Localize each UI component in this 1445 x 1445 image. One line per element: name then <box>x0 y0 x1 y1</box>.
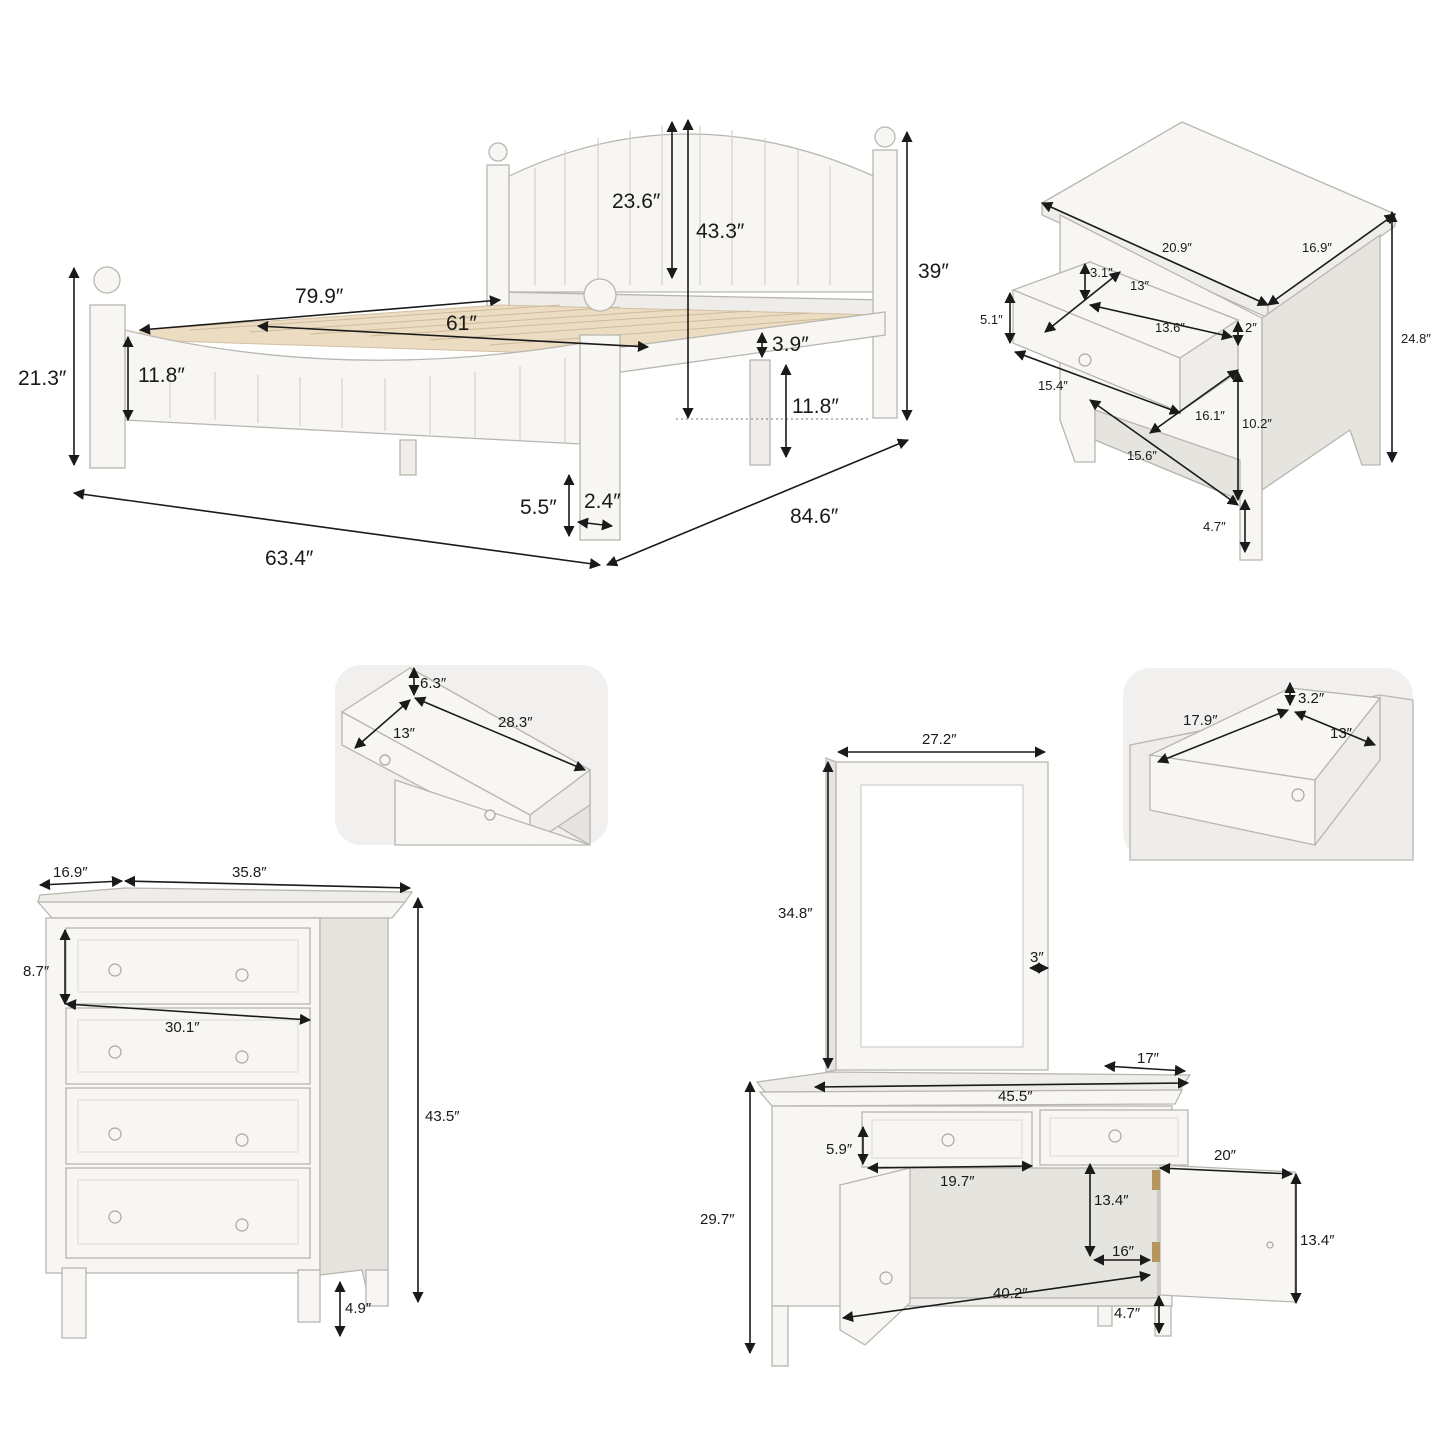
chest-leg-height-label: 4.9″ <box>345 1300 372 1317</box>
dresser-overall-height-label: 29.7″ <box>700 1211 735 1228</box>
dresser-drawer-depth-label: 13″ <box>1330 725 1353 742</box>
bed-inner-width-label: 61″ <box>446 312 477 335</box>
dresser-cabinet-height-label: 13.4″ <box>1094 1192 1129 1209</box>
dresser-drawer-height-label-main: 5.9″ <box>826 1141 853 1158</box>
nightstand-drawer-front-height-label: 5.1″ <box>980 312 1003 327</box>
bed-rail-height-label: 3.9″ <box>772 333 809 356</box>
dresser-width-label: 45.5″ <box>998 1088 1033 1105</box>
dresser-door-width-label: 20″ <box>1214 1147 1237 1164</box>
nightstand-illustration <box>1011 121 1397 561</box>
chest-drawer-depth-label: 13″ <box>393 725 416 742</box>
bed-footboard-panel-height-label: 11.8″ <box>138 364 185 387</box>
chest-width-label: 35.8″ <box>232 864 267 881</box>
chest-dimension-labels: 16.9″ 35.8″ 8.7″ 30.1″ 43.5″ 4.9″ <box>23 864 460 1317</box>
dresser-depth-label: 17″ <box>1137 1050 1160 1067</box>
nightstand-drawer-outer-width-label: 15.4″ <box>1038 378 1068 393</box>
mirror-frame-depth-label: 3″ <box>1030 949 1044 966</box>
chest-overall-height-label: 43.5″ <box>425 1108 460 1125</box>
nightstand-drawer-inner-depth-label: 13″ <box>1130 278 1149 293</box>
chest-drawer-inset: 6.3″ 13″ 28.3″ <box>335 665 608 847</box>
mirror-height-label: 34.8″ <box>778 905 813 922</box>
dresser-dimension-labels: 17″ 45.5″ 5.9″ 19.7″ 20″ 13.4″ 13.4″ 16″… <box>700 1050 1335 1322</box>
dresser-illustration <box>755 1071 1296 1367</box>
bed-leg-width-label: 2.4″ <box>584 490 621 513</box>
dresser-dimension-lines <box>744 1061 1302 1355</box>
nightstand-dimension-labels: 20.9″ 16.9″ 3.1″ 13″ 13.6″ 2″ 5.1″ 15.4″… <box>980 240 1431 534</box>
mirror-dimension-lines <box>822 746 1050 1070</box>
mirror-width-label: 27.2″ <box>922 731 957 748</box>
mirror-illustration <box>825 757 1049 1073</box>
bed-overall-width-label: 63.4″ <box>265 547 314 570</box>
mirror-dimension-labels: 27.2″ 34.8″ 3″ <box>778 731 1044 966</box>
bed-overall-length-label: 84.6″ <box>790 505 839 528</box>
nightstand-shelf-height-label: 10.2″ <box>1242 416 1272 431</box>
dresser-leg-height-label: 4.7″ <box>1114 1305 1141 1322</box>
bed-inner-length-label: 79.9″ <box>295 285 344 308</box>
bed-footpost-height-label: 21.3″ <box>18 367 67 390</box>
chest-drawer-height-label: 6.3″ <box>420 675 447 692</box>
bed-headpost-height-label: 39″ <box>918 260 949 283</box>
chest-drawer-height-label-main: 8.7″ <box>23 963 50 980</box>
chest-drawer-width-label-main: 30.1″ <box>165 1019 200 1036</box>
bed-underbed-clearance-label: 11.8″ <box>792 395 839 418</box>
bed-dimension-labels: 23.6″ 43.3″ 39″ 79.9″ 61″ 3.9″ 11.8″ 21.… <box>18 190 949 570</box>
bed-leg-height-label: 5.5″ <box>520 496 557 519</box>
bed-headboard-total-height-label: 43.3″ <box>696 220 745 243</box>
nightstand-drawer-inner-height-label: 3.1″ <box>1090 265 1113 280</box>
nightstand-shelf-depth-label: 16.1″ <box>1195 408 1225 423</box>
chest-dimension-lines <box>38 875 424 1338</box>
bed-dimension-lines <box>68 118 913 570</box>
nightstand-top-depth-label: 16.9″ <box>1302 240 1332 255</box>
nightstand-top-width-label: 20.9″ <box>1162 240 1192 255</box>
dresser-cabinet-width-label: 40.2″ <box>993 1285 1028 1302</box>
nightstand-shelf-width-label: 15.6″ <box>1127 448 1157 463</box>
nightstand-overall-height-label: 24.8″ <box>1401 331 1431 346</box>
dresser-drawer-width-label: 17.9″ <box>1183 712 1218 729</box>
chest-depth-label: 16.9″ <box>53 864 88 881</box>
nightstand-drawer-inner-width-label: 13.6″ <box>1155 320 1185 335</box>
dresser-drawer-width-label-main: 19.7″ <box>940 1173 975 1190</box>
chest-drawer-width-label: 28.3″ <box>498 714 533 731</box>
bed-headboard-height-label: 23.6″ <box>612 190 661 213</box>
nightstand-dimension-lines <box>1004 202 1398 554</box>
dresser-door-height-label: 13.4″ <box>1300 1232 1335 1249</box>
chest-illustration <box>36 887 414 1339</box>
dresser-drawer-height-label: 3.2″ <box>1298 690 1325 707</box>
dresser-drawer-inset: 17.9″ 3.2″ 13″ <box>1123 668 1414 861</box>
nightstand-drawer-offset-label: 2″ <box>1245 320 1257 335</box>
nightstand-leg-height-label: 4.7″ <box>1203 519 1226 534</box>
dresser-cabinet-depth-label: 16″ <box>1112 1243 1135 1260</box>
